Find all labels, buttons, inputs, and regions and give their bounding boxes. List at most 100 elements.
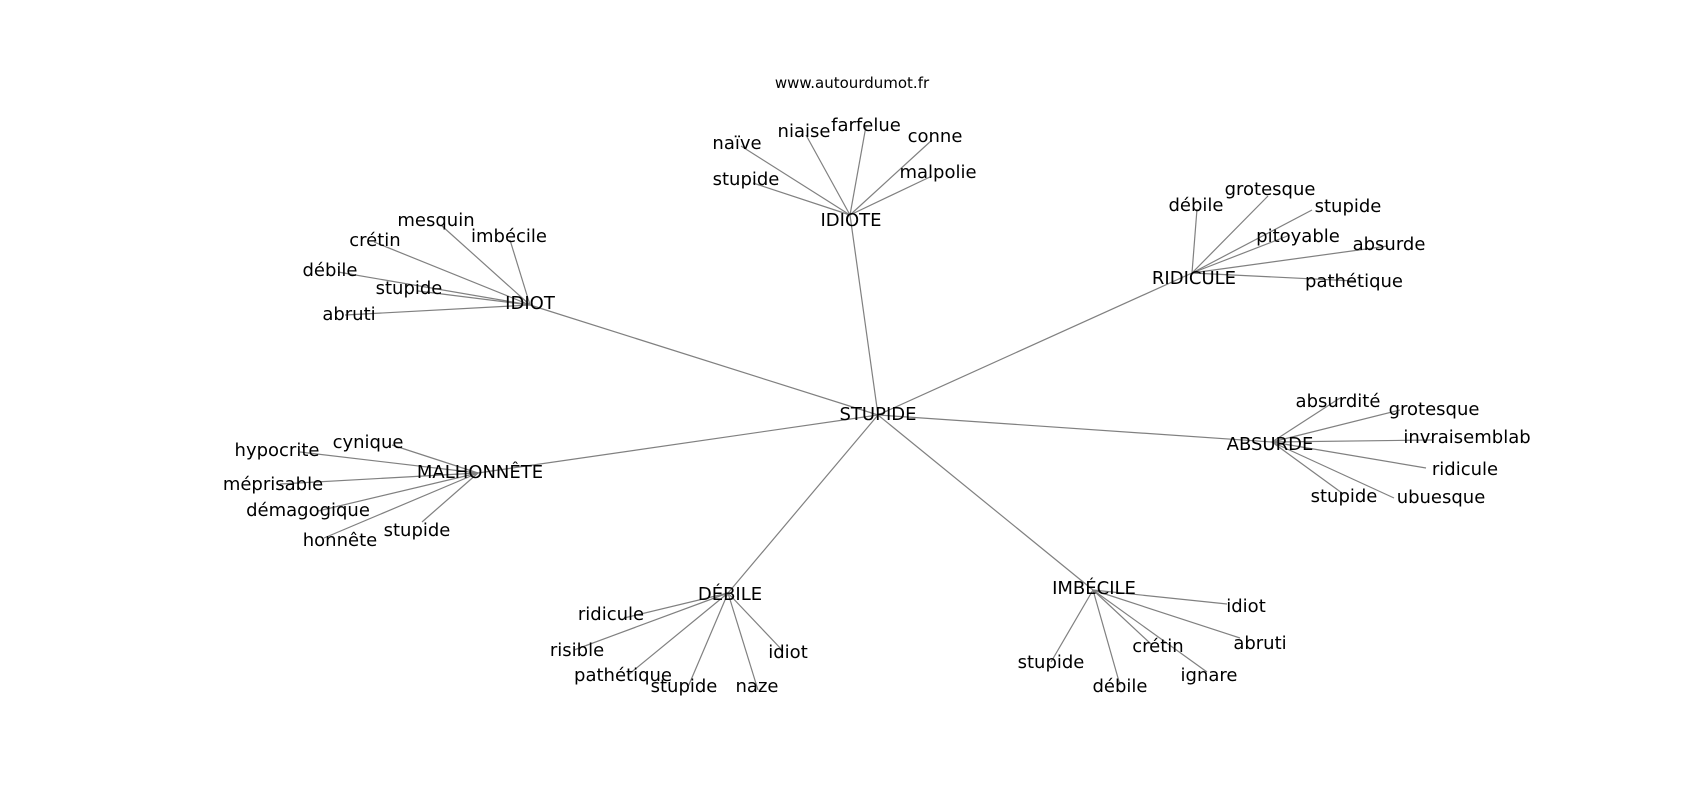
word-node[interactable]: conne bbox=[908, 126, 963, 147]
word-node[interactable]: malpolie bbox=[899, 162, 976, 183]
edge-hub-to-word bbox=[1271, 441, 1343, 494]
edge-center-to-hub bbox=[877, 414, 1094, 591]
word-node[interactable]: stupide bbox=[376, 278, 443, 299]
center-node[interactable]: STUPIDE bbox=[840, 404, 917, 425]
edge-hub-to-word bbox=[1050, 589, 1094, 663]
word-node[interactable]: crétin bbox=[349, 230, 400, 251]
edge-hub-to-word bbox=[1191, 272, 1356, 282]
edge-hub-to-word bbox=[299, 451, 479, 474]
edge-hub-to-word bbox=[1191, 209, 1313, 274]
source-label[interactable]: www.autourdumot.fr bbox=[775, 74, 930, 92]
edge-hub-to-word bbox=[441, 225, 531, 306]
word-node[interactable]: stupide bbox=[1018, 652, 1085, 673]
word-node[interactable]: imbécile bbox=[471, 226, 547, 247]
word-node[interactable]: pitoyable bbox=[1256, 226, 1340, 247]
edge-hub-to-word bbox=[1271, 439, 1433, 443]
word-node[interactable]: crétin bbox=[1132, 636, 1183, 657]
edge-hub-to-word bbox=[1092, 589, 1153, 646]
edges bbox=[279, 125, 1433, 691]
edge-hub-to-word bbox=[727, 592, 784, 652]
word-node[interactable]: stupide bbox=[384, 520, 451, 541]
edge-hub-to-word bbox=[805, 134, 851, 216]
word-node[interactable]: grotesque bbox=[1389, 399, 1480, 420]
edge-hub-to-word bbox=[317, 472, 479, 512]
word-node[interactable]: ignare bbox=[1181, 665, 1238, 686]
word-node[interactable]: ridicule bbox=[578, 604, 644, 625]
word-node[interactable]: débile bbox=[1168, 195, 1223, 216]
hub-node[interactable]: IMBÉCILE bbox=[1052, 577, 1136, 599]
edge-hub-to-word bbox=[687, 592, 729, 688]
edge-center-to-hub bbox=[727, 414, 879, 594]
word-node[interactable]: pathétique bbox=[1305, 271, 1403, 292]
edge-center-to-hub bbox=[877, 272, 1193, 416]
edge-hub-to-word bbox=[1271, 397, 1341, 443]
edge-hub-to-word bbox=[323, 472, 479, 539]
word-node[interactable]: stupide bbox=[713, 169, 780, 190]
word-node[interactable]: stupide bbox=[651, 676, 718, 697]
edge-center-to-hub bbox=[529, 304, 879, 416]
edge-hub-to-word bbox=[1191, 208, 1198, 274]
edge-hub-to-word bbox=[740, 145, 851, 216]
word-node[interactable]: stupide bbox=[1311, 486, 1378, 507]
edge-hub-to-word bbox=[849, 139, 933, 216]
word-node[interactable]: idiot bbox=[1226, 596, 1266, 617]
word-node[interactable]: ridicule bbox=[1432, 459, 1498, 480]
edge-hub-to-word bbox=[344, 304, 531, 316]
hub-node[interactable]: RIDICULE bbox=[1152, 268, 1236, 289]
word-node[interactable]: farfelue bbox=[831, 115, 901, 136]
edge-hub-to-word bbox=[849, 175, 933, 216]
edge-hub-to-word bbox=[727, 592, 759, 691]
edge-hub-to-word bbox=[417, 290, 531, 306]
word-node[interactable]: mesquin bbox=[397, 210, 474, 231]
edge-hub-to-word bbox=[279, 472, 479, 485]
edge-hub-to-word bbox=[1271, 441, 1395, 499]
word-node[interactable]: naze bbox=[736, 676, 779, 697]
edge-hub-to-word bbox=[623, 592, 729, 619]
word-node[interactable]: méprisable bbox=[223, 474, 323, 495]
word-node[interactable]: cynique bbox=[333, 432, 404, 453]
edge-hub-to-word bbox=[1092, 589, 1121, 686]
edge-hub-to-word bbox=[509, 239, 531, 306]
word-node[interactable]: invraisemblab bbox=[1403, 427, 1530, 448]
edge-hub-to-word bbox=[421, 472, 479, 523]
word-node[interactable]: idiot bbox=[768, 642, 808, 663]
word-node[interactable]: naïve bbox=[712, 133, 761, 154]
edge-hub-to-word bbox=[752, 182, 851, 216]
hub-node[interactable]: DÉBILE bbox=[698, 583, 762, 605]
hub-node[interactable]: IDIOTE bbox=[820, 210, 881, 231]
hub-node[interactable]: ABSURDE bbox=[1227, 434, 1314, 455]
edge-center-to-hub bbox=[849, 214, 879, 416]
word-node[interactable]: absurde bbox=[1353, 234, 1426, 255]
edge-hub-to-word bbox=[849, 125, 867, 216]
word-node[interactable]: pathétique bbox=[574, 665, 672, 686]
edge-hub-to-word bbox=[1092, 589, 1228, 605]
word-node[interactable]: absurdité bbox=[1296, 391, 1381, 412]
word-node[interactable]: abruti bbox=[1233, 633, 1286, 654]
edge-hub-to-word bbox=[1092, 589, 1208, 673]
word-node[interactable]: honnête bbox=[303, 530, 377, 551]
word-node[interactable]: abruti bbox=[322, 304, 375, 325]
word-node[interactable]: ubuesque bbox=[1397, 487, 1486, 508]
edge-hub-to-word bbox=[1271, 409, 1401, 443]
hub-node[interactable]: MALHONNÊTE bbox=[417, 461, 543, 483]
hub-node[interactable]: IDIOT bbox=[505, 293, 556, 314]
edge-hub-to-word bbox=[391, 444, 479, 474]
edge-hub-to-word bbox=[1191, 245, 1389, 274]
word-node[interactable]: grotesque bbox=[1225, 179, 1316, 200]
word-node[interactable]: démagogique bbox=[246, 500, 370, 521]
edge-hub-to-word bbox=[1191, 195, 1269, 274]
word-node[interactable]: risible bbox=[550, 640, 604, 661]
edge-hub-to-word bbox=[337, 271, 531, 306]
word-node[interactable]: débile bbox=[302, 260, 357, 281]
edge-hub-to-word bbox=[627, 592, 729, 676]
word-node[interactable]: niaise bbox=[778, 121, 831, 142]
word-node[interactable]: débile bbox=[1092, 676, 1147, 697]
word-node[interactable]: stupide bbox=[1315, 196, 1382, 217]
edge-hub-to-word bbox=[1271, 441, 1427, 469]
edge-hub-to-word bbox=[1191, 234, 1291, 274]
edge-center-to-hub bbox=[477, 414, 879, 474]
edge-hub-to-word bbox=[373, 241, 531, 306]
word-node[interactable]: hypocrite bbox=[235, 440, 320, 461]
